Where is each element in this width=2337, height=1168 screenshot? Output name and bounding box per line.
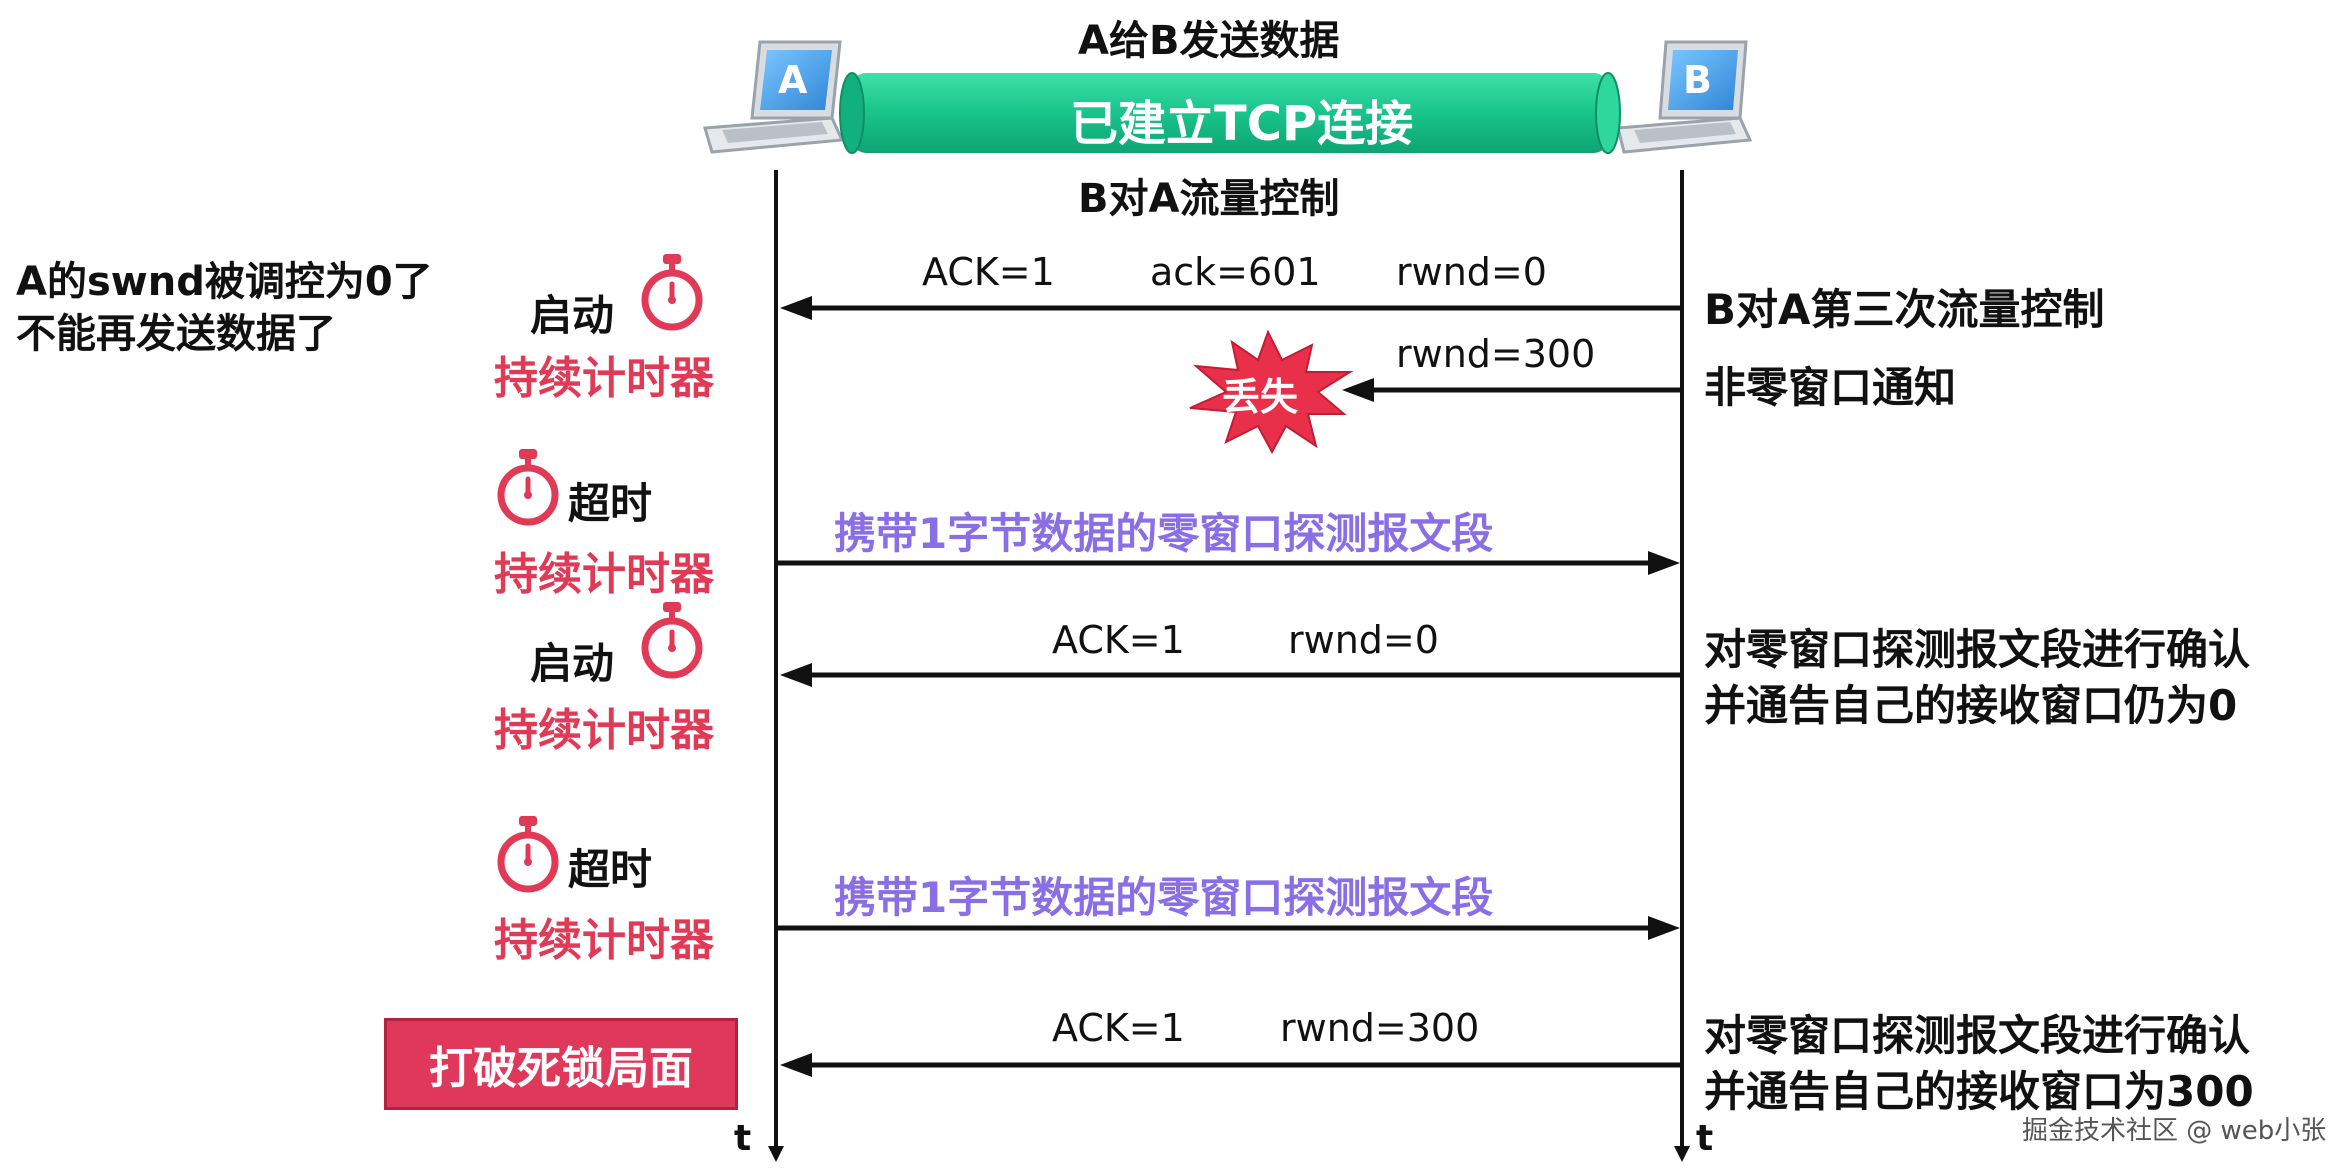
arrow-msg-4 bbox=[780, 663, 1680, 687]
header-top-label: A给B发送数据 bbox=[1078, 18, 1340, 64]
deadlock-break-badge: 打破死锁局面 bbox=[384, 1018, 738, 1110]
right-note-4-line2: 并通告自己的接收窗口为300 bbox=[1704, 1067, 2254, 1116]
time-axis-b-label: t bbox=[1696, 1118, 1714, 1159]
stopwatch-icon bbox=[641, 602, 703, 679]
right-note-4-line1: 对零窗口探测报文段进行确认 bbox=[1704, 1011, 2251, 1060]
timer-1-action: 启动 bbox=[530, 291, 615, 340]
arrow-msg-6 bbox=[780, 1053, 1680, 1077]
laptop-b-icon bbox=[1616, 40, 1753, 154]
msg-2-rwnd: rwnd=300 bbox=[1396, 332, 1596, 376]
lost-burst-icon bbox=[1189, 329, 1354, 455]
msg-4-ack-flag: ACK=1 bbox=[1052, 618, 1185, 662]
arrow-msg-2-lost bbox=[1342, 378, 1680, 402]
arrow-msg-5-probe bbox=[778, 916, 1680, 940]
timeline-b-arrowhead bbox=[1674, 1146, 1690, 1162]
laptop-a-icon bbox=[703, 40, 845, 154]
msg-6-rwnd: rwnd=300 bbox=[1280, 1006, 1480, 1050]
arrow-msg-3-probe bbox=[778, 551, 1680, 575]
watermark: 掘金技术社区 @ web小张 bbox=[2022, 1116, 2327, 1146]
msg-3-probe-label: 携带1字节数据的零窗口探测报文段 bbox=[834, 509, 1494, 558]
msg-1-rwnd: rwnd=0 bbox=[1396, 250, 1547, 294]
host-a-label: A bbox=[778, 58, 808, 102]
time-axis-a-label: t bbox=[734, 1118, 752, 1159]
msg-6-ack-flag: ACK=1 bbox=[1052, 1006, 1185, 1050]
left-note-line2: 不能再发送数据了 bbox=[16, 311, 336, 357]
msg-1-ack: ack=601 bbox=[1150, 250, 1321, 294]
host-b-label: B bbox=[1683, 58, 1712, 102]
msg-5-probe-label: 携带1字节数据的零窗口探测报文段 bbox=[834, 873, 1494, 922]
msg-4-rwnd: rwnd=0 bbox=[1288, 618, 1439, 662]
timeline-a-arrowhead bbox=[768, 1146, 784, 1162]
stopwatch-icon bbox=[497, 449, 559, 526]
timer-3-name: 持续计时器 bbox=[494, 705, 714, 756]
right-note-1: B对A第三次流量控制 bbox=[1704, 285, 2105, 334]
timer-4-name: 持续计时器 bbox=[494, 915, 714, 966]
right-note-3-line1: 对零窗口探测报文段进行确认 bbox=[1704, 625, 2251, 674]
left-note-line1: A的swnd被调控为0了 bbox=[16, 259, 433, 305]
timer-4-action: 超时 bbox=[568, 845, 653, 894]
msg-2-lost-label: 丢失 bbox=[1222, 375, 1299, 419]
arrow-msg-1 bbox=[780, 296, 1680, 320]
tcp-connection-tube bbox=[839, 72, 1621, 154]
timer-3-action: 启动 bbox=[530, 639, 615, 688]
msg-1-ack-flag: ACK=1 bbox=[922, 250, 1055, 294]
stopwatch-icon bbox=[497, 816, 559, 893]
header-bottom-label: B对A流量控制 bbox=[1078, 176, 1340, 222]
timer-1-name: 持续计时器 bbox=[494, 353, 714, 404]
timer-2-action: 超时 bbox=[568, 479, 653, 528]
timer-2-name: 持续计时器 bbox=[494, 549, 714, 600]
right-note-2: 非零窗口通知 bbox=[1704, 363, 1957, 412]
stopwatch-icon bbox=[641, 254, 703, 331]
right-note-3-line2: 并通告自己的接收窗口仍为0 bbox=[1704, 681, 2238, 730]
tcp-connection-label: 已建立TCP连接 bbox=[1070, 96, 1414, 152]
